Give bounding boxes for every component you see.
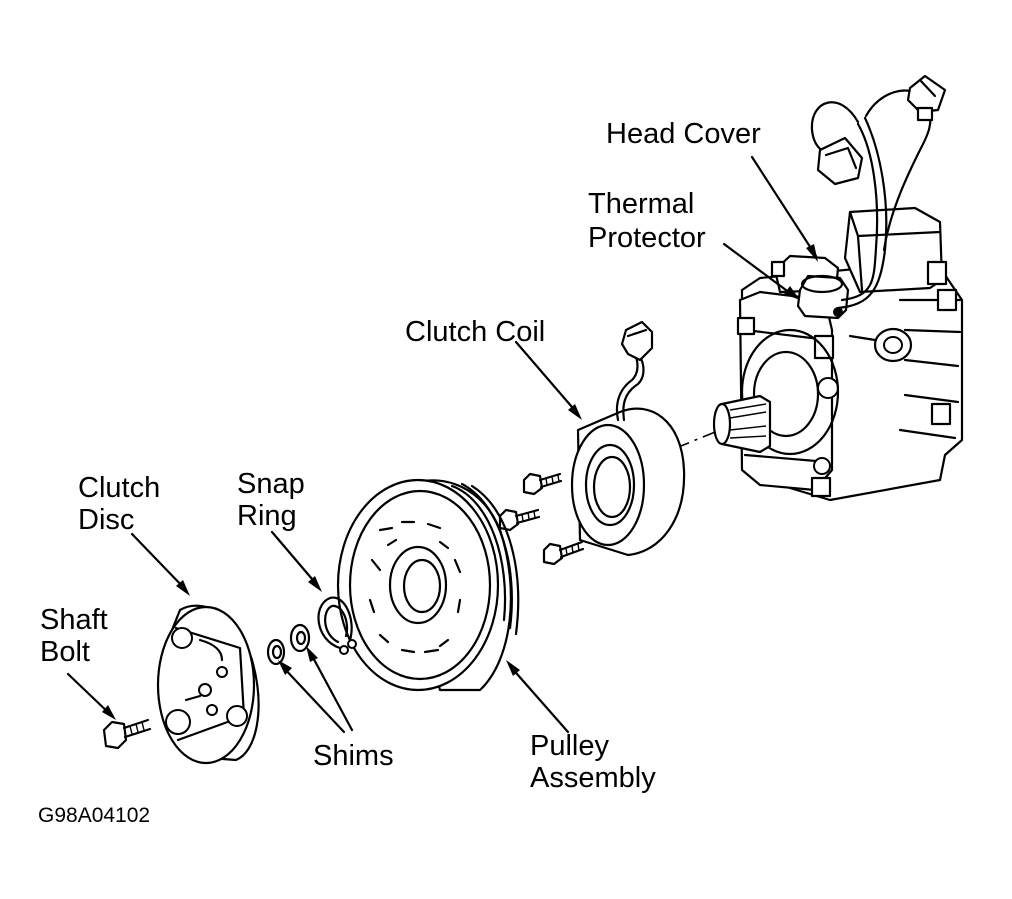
label-snap-ring-line2: Ring (237, 500, 297, 532)
label-thermal-protector-line1: Thermal (588, 188, 695, 220)
label-shaft-bolt-line2: Bolt (40, 636, 90, 668)
label-clutch-disc-line2: Disc (78, 504, 135, 536)
figure-code: G98A04102 (38, 804, 151, 827)
label-shims: Shims (313, 740, 394, 772)
center-axis-line (675, 429, 721, 449)
label-clutch-disc-line1: Clutch (78, 472, 161, 504)
label-clutch-coil: Clutch Coil (405, 316, 546, 348)
label-head-cover: Head Cover (606, 118, 761, 150)
label-pulley-assembly-line2: Assembly (530, 762, 656, 794)
leader-arrows (66, 155, 818, 734)
shims (266, 623, 311, 666)
compressor-body (712, 74, 964, 502)
label-pulley-assembly-line1: Pulley (530, 730, 609, 762)
pulley-assembly (336, 478, 520, 692)
coil-screws (498, 472, 585, 566)
label-shaft-bolt-line1: Shaft (40, 604, 108, 636)
shaft-bolt (102, 718, 152, 750)
label-thermal-protector-line2: Protector (588, 222, 706, 254)
snap-ring (317, 596, 357, 655)
clutch-coil (570, 320, 686, 557)
clutch-disc (156, 604, 260, 765)
label-snap-ring-line1: Snap (237, 468, 305, 500)
